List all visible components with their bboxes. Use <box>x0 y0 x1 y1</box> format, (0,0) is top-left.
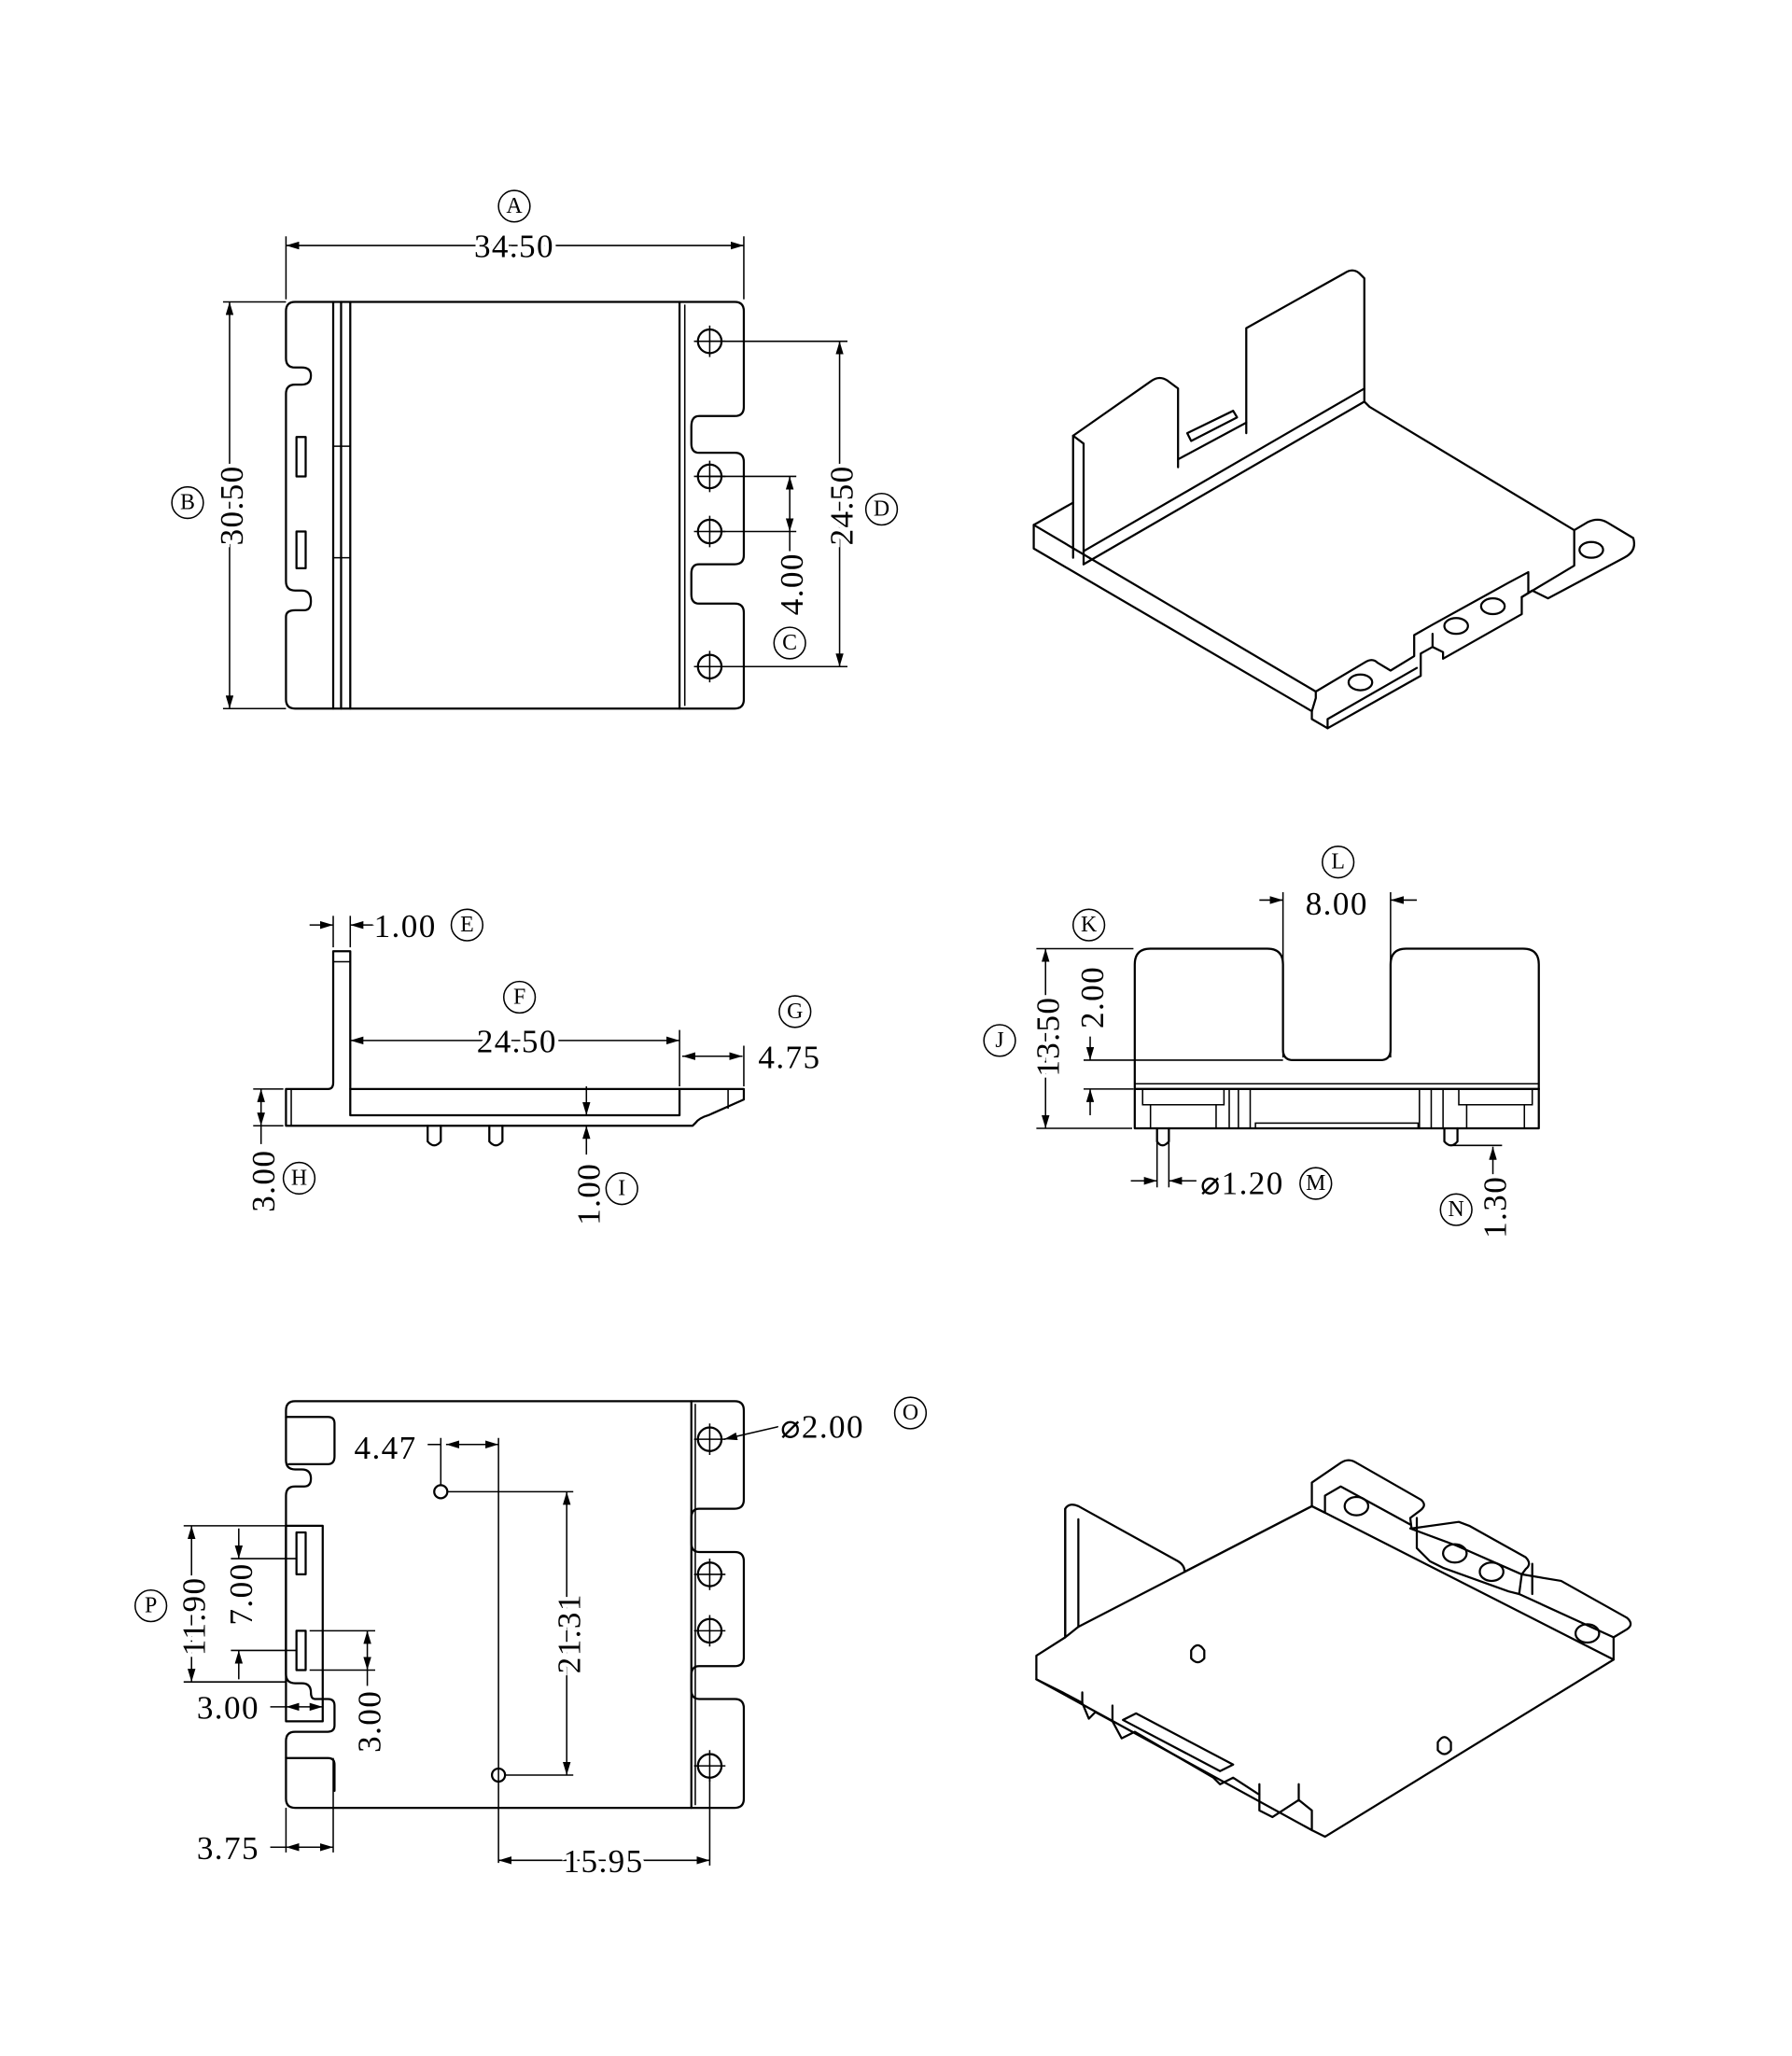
label-P: P <box>145 1594 157 1618</box>
dim-P-value: 11.90 <box>175 1577 212 1657</box>
label-E: E <box>460 913 474 937</box>
dim-N-value: 1.30 <box>1477 1176 1514 1238</box>
dim-C-value: 4.00 <box>774 552 810 615</box>
dim-21-31: 21.31 <box>551 1593 587 1673</box>
dim-K-value: 2.00 <box>1074 966 1111 1028</box>
mounting-holes <box>693 325 726 683</box>
label-C: C <box>782 631 797 655</box>
dim-D-value: 24.50 <box>824 465 861 545</box>
label-M: M <box>1306 1171 1325 1196</box>
dim-4-47: 4.47 <box>355 1430 417 1466</box>
dim-3-00-horizontal: 3.00 <box>197 1690 259 1727</box>
top-view: 34.50 A 30.50 B 24.50 D 4.00 C <box>171 189 899 710</box>
dim-G-value: 4.75 <box>758 1039 820 1075</box>
dim-B-value: 30.50 <box>214 465 250 545</box>
label-H: H <box>291 1166 307 1190</box>
dim-O-value: ⌀2.00 <box>780 1409 864 1446</box>
side-view: 1.00 E 24.50 F 4.75 G 3.00 H 1.00 I <box>242 904 824 1229</box>
bottom-view: ⌀2.00 O 4.47 21.31 15.95 3.75 3.00 3.00 <box>134 1396 928 1883</box>
isometric-top-view <box>1032 269 1636 730</box>
dim-J-value: 13.50 <box>1029 997 1066 1077</box>
label-A: A <box>506 194 523 218</box>
dim-A-value: 34.50 <box>474 229 554 265</box>
dim-I-value: 1.00 <box>570 1163 607 1225</box>
dim-3-00-vertical: 3.00 <box>352 1690 388 1753</box>
mounting-holes <box>693 1423 726 1782</box>
dim-F-value: 24.50 <box>477 1024 557 1060</box>
label-L: L <box>1331 850 1345 874</box>
dim-M-value: ⌀1.20 <box>1200 1165 1284 1201</box>
label-K: K <box>1081 913 1097 937</box>
label-B: B <box>180 491 195 515</box>
dim-E-value: 1.00 <box>374 908 437 944</box>
dim-15-95: 15.95 <box>564 1843 644 1880</box>
label-J: J <box>995 1028 1003 1053</box>
dim-3-75: 3.75 <box>197 1830 259 1867</box>
dim-7-00: 7.00 <box>223 1562 259 1625</box>
label-F: F <box>513 985 525 1009</box>
label-N: N <box>1449 1197 1464 1222</box>
label-O: O <box>903 1401 918 1425</box>
dim-H-value: 3.00 <box>245 1150 282 1212</box>
label-I: I <box>618 1177 625 1201</box>
isometric-bottom-view <box>1035 1459 1632 1839</box>
dim-L-value: 8.00 <box>1306 886 1368 922</box>
label-G: G <box>787 1000 803 1024</box>
front-view: 8.00 L 13.50 J 2.00 K ⌀1.20 M 1.30 N <box>983 846 1540 1242</box>
label-D: D <box>874 497 889 522</box>
